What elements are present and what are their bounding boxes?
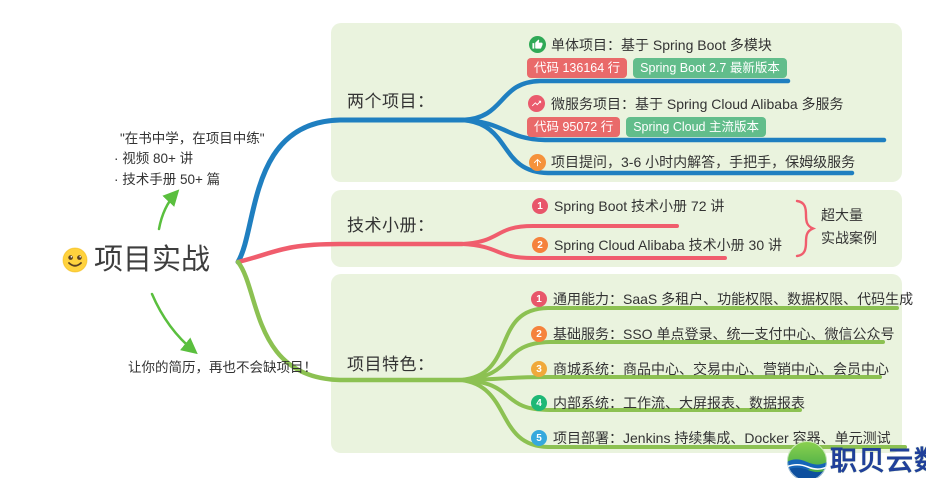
badge-row-microservice: 代码 95072 行 Spring Cloud 主流版本 [527,117,766,137]
root-node: 项目实战 [62,243,210,277]
circle-number: 1 [536,293,542,305]
trending-up-icon [528,95,545,112]
circle-number: 3 [536,363,542,375]
branch-line-blue-main [235,117,466,265]
mindmap-item-internal-system: 内部系统：工作流、大屏报表、数据报表 [553,395,805,411]
quote-text: "在书中学，在项目中练" [120,131,265,146]
brand-logo-icon [786,440,828,478]
brand-name: 职贝云数 [830,446,926,476]
branch-group-bg-projects [331,23,902,182]
bullet-videos: · 视频 80+ 讲 [114,151,194,166]
code-lines-badge: 代码 136164 行 [527,58,628,78]
thumbs-up-icon [529,36,546,53]
branch-line-red-main [235,241,465,265]
circle-number: 1 [537,200,543,212]
branch-line-green-1 [459,306,899,382]
mindmap-item-general: 通用能力：SaaS 多租户、功能权限、数据权限、代码生成 [553,291,914,307]
brace-note-line1: 超大量 [821,207,863,223]
branch-group-bg-booklets [331,190,902,267]
branch-group-bg-features [331,274,902,453]
branch-line-green-4 [459,378,802,412]
circle-number: 4 [536,397,542,409]
numbered-circle-3: 3 [531,361,547,377]
mindmap-item-booklet-boot: Spring Boot 技术小册 72 讲 [554,198,725,214]
branch-line-green-main [235,259,464,383]
circle-number: 2 [536,328,542,340]
brace-note: 超大量 实战案例 [821,204,877,250]
circle-number: 2 [537,239,543,251]
branch-label-features: 项目特色： [347,355,435,374]
numbered-circle-1: 1 [532,198,548,214]
branch-line-green-5 [459,378,907,449]
resume-note: 让你的简历，再也不会缺项目！ [128,360,317,375]
version-badge: Spring Cloud 主流版本 [626,117,766,137]
numbered-circle-4: 4 [531,395,547,411]
branch-line-blue-1 [460,78,791,123]
mindmap-item-base-services: 基础服务：SSO 单点登录、统一支付中心、微信公众号 [553,326,895,342]
branch-label-booklets: 技术小册： [347,216,435,235]
brace-note-line2: 实战案例 [821,230,877,246]
numbered-circle-1: 1 [531,291,547,307]
brand-logo: 职贝云数 [786,440,926,478]
arrow-up-icon [529,154,546,171]
branch-label-projects: 两个项目： [347,92,435,111]
branch-line-blue-3 [460,117,855,176]
mindmap-item-qa-support: 项目提问，3-6 小时内解答，手把手，保姆级服务 [551,154,856,170]
numbered-circle-2: 2 [531,326,547,342]
mindmap-item-mall-system: 商城系统：商品中心、交易中心、营销中心、会员中心 [553,361,889,377]
mindmap-item-monolith: 单体项目：基于 Spring Boot 多模块 [551,37,772,53]
branch-line-green-2 [459,340,885,382]
badge-row-monolith: 代码 136164 行 Spring Boot 2.7 最新版本 [527,58,787,78]
code-lines-badge: 代码 95072 行 [527,117,621,137]
circle-number: 5 [536,432,542,444]
mindmap-item-microservice: 微服务项目：基于 Spring Cloud Alibaba 多服务 [551,96,844,112]
arrow-up-annotation [157,189,180,231]
root-title: 项目实战 [94,244,211,276]
numbered-circle-5: 5 [531,430,547,446]
brace-icon [795,199,817,258]
branch-line-red-1 [460,224,679,246]
version-badge: Spring Boot 2.7 最新版本 [633,58,787,78]
smiley-icon [62,247,88,273]
branch-line-red-2 [460,242,727,260]
bullet-manuals: · 技术手册 50+ 篇 [114,172,221,187]
arrow-down-annotation [150,292,198,355]
mindmap-item-booklet-cloud: Spring Cloud Alibaba 技术小册 30 讲 [554,237,782,253]
numbered-circle-2: 2 [532,237,548,253]
